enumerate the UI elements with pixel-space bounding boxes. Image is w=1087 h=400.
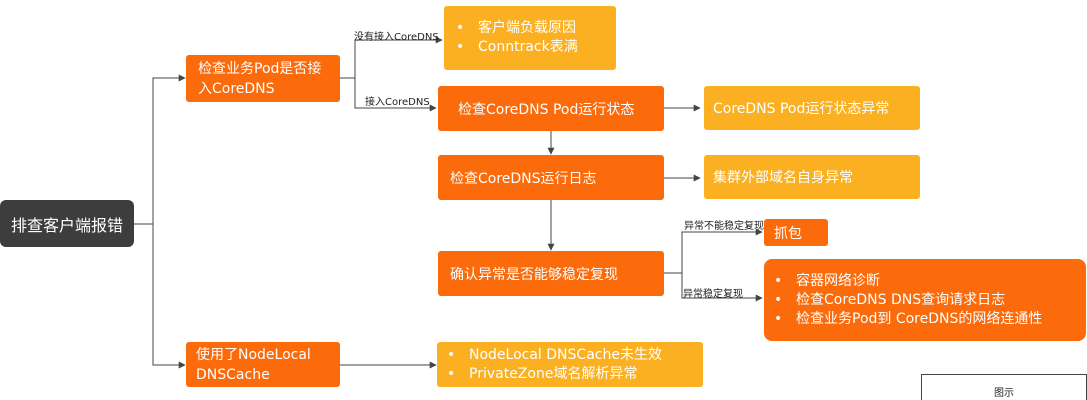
check-pod-node-label: 检查业务Pod是否接入CoreDNS <box>198 60 322 97</box>
nodelocal-cause-text: PrivateZone域名解析异常 <box>469 365 638 382</box>
nodelocal-cause-item: •NodeLocal DNSCache未生效 <box>447 346 662 363</box>
label-not-connected: 没有接入CoreDNS <box>354 32 439 43</box>
coredns-log-node: 检查CoreDNS运行日志 <box>438 155 664 200</box>
client-causes-node: •客户端负载原因 •Conntrack表满 <box>444 6 616 70</box>
nodelocal-node: 使用了NodeLocal DNSCache <box>186 342 340 387</box>
legend-box: 图示 <box>921 374 1087 400</box>
stable-action-item: •容器网络诊断 <box>774 272 880 289</box>
label-unstable: 异常不能稳定复现 <box>684 221 764 232</box>
capture-node: 抓包 <box>764 219 828 246</box>
label-connected: 接入CoreDNS <box>365 97 430 108</box>
connector-connected <box>354 78 437 112</box>
connector-root <box>134 74 186 225</box>
stable-action-item: •检查业务Pod到 CoreDNS的网络连通性 <box>774 310 1043 327</box>
coredns-status-result-label: CoreDNS Pod运行状态异常 <box>713 101 890 117</box>
client-cause-item: •Conntrack表满 <box>456 39 578 55</box>
client-cause-item: •客户端负载原因 <box>456 20 576 36</box>
connector-not-connected <box>340 36 443 79</box>
stable-action-text: 检查业务Pod到 CoreDNS的网络连通性 <box>796 310 1043 327</box>
stable-action-text: 检查CoreDNS DNS查询请求日志 <box>796 291 1006 308</box>
coredns-status-node: 检查CoreDNS Pod运行状态 <box>438 86 664 131</box>
check-pod-node: 检查业务Pod是否接入CoreDNS <box>186 55 340 102</box>
legend-label: 图示 <box>994 388 1014 399</box>
nodelocal-label: 使用了NodeLocal DNSCache <box>196 346 311 383</box>
connector-root-nodelocal <box>152 224 186 369</box>
coredns-log-result-label: 集群外部域名自身异常 <box>713 170 853 186</box>
stable-action-item: •检查CoreDNS DNS查询请求日志 <box>774 291 1006 308</box>
client-cause-text: Conntrack表满 <box>478 39 578 55</box>
nodelocal-cause-text: NodeLocal DNSCache未生效 <box>469 346 662 363</box>
nodelocal-causes-node: •NodeLocal DNSCache未生效 •PrivateZone域名解析异… <box>437 342 703 387</box>
nodelocal-cause-item: •PrivateZone域名解析异常 <box>447 365 638 382</box>
reproduce-node: 确认异常是否能够稳定复现 <box>438 251 664 296</box>
coredns-log-label: 检查CoreDNS运行日志 <box>450 170 597 187</box>
capture-label: 抓包 <box>774 225 802 242</box>
coredns-log-result-node: 集群外部域名自身异常 <box>704 155 920 199</box>
coredns-status-result-node: CoreDNS Pod运行状态异常 <box>704 86 920 130</box>
connector-reproduce <box>664 228 763 274</box>
stable-actions-node: •容器网络诊断 •检查CoreDNS DNS查询请求日志 •检查业务Pod到 C… <box>764 259 1086 341</box>
reproduce-label: 确认异常是否能够稳定复现 <box>450 266 618 283</box>
stable-action-text: 容器网络诊断 <box>796 272 880 289</box>
root-node-label: 排查客户端报错 <box>10 215 123 235</box>
coredns-status-label: 检查CoreDNS Pod运行状态 <box>458 101 635 118</box>
label-stable: 异常稳定复现 <box>683 289 743 300</box>
connector-reproduce-stable <box>681 273 763 302</box>
client-cause-text: 客户端负载原因 <box>478 20 576 36</box>
root-node: 排查客户端报错 <box>0 200 134 247</box>
